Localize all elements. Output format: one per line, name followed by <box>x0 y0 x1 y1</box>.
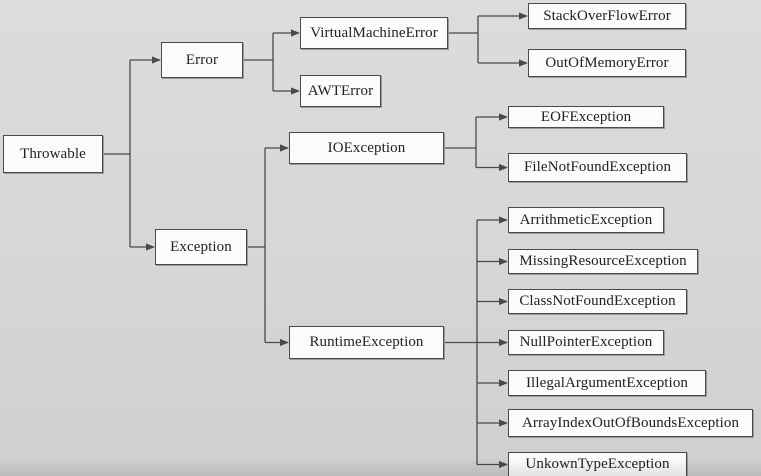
node-missing-resource-exception: MissingResourceException <box>508 249 698 274</box>
node-class-not-found-exception: ClassNotFoundException <box>508 289 687 314</box>
node-arithmetic-exception: ArrithmeticException <box>508 207 664 233</box>
node-array-index-out-of-bounds-exception: ArrayIndexOutOfBoundsException <box>508 409 753 437</box>
node-throwable: Throwable <box>3 135 103 173</box>
node-null-pointer-exception: NullPointerException <box>508 330 664 355</box>
node-awt-error: AWTError <box>300 75 381 107</box>
node-io-exception: IOException <box>289 132 444 164</box>
node-unknown-type-exception: UnkownTypeException <box>508 452 687 476</box>
node-illegal-argument-exception: IllegalArgumentException <box>508 370 706 396</box>
node-runtime-exception: RuntimeException <box>289 326 444 359</box>
node-eof-exception: EOFException <box>508 106 664 128</box>
node-file-not-found-exception: FileNotFoundException <box>508 153 687 182</box>
node-stack-overflow-error: StackOverFlowError <box>528 3 686 29</box>
node-virtual-machine-error: VirtualMachineError <box>300 17 448 49</box>
node-out-of-memory-error: OutOfMemoryError <box>528 49 686 77</box>
node-error: Error <box>161 42 243 78</box>
node-exception: Exception <box>155 229 247 265</box>
